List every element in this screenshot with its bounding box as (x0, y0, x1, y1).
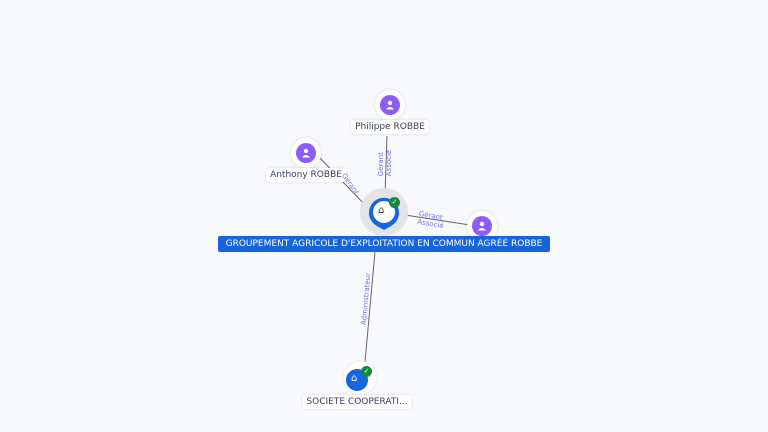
edge-anthony (319, 157, 369, 209)
node-label[interactable]: Philippe ROBBE (351, 120, 429, 134)
center-node-label[interactable]: GROUPEMENT AGRICOLE D'EXPLOITATION EN CO… (218, 236, 550, 252)
node-philippe-robbe[interactable] (375, 90, 405, 120)
person-icon (386, 100, 394, 110)
building-icon: ⌂ (378, 205, 385, 216)
center-pin-inner (373, 201, 395, 223)
person-icon (478, 221, 486, 231)
node-anthony-robbe[interactable] (291, 138, 321, 168)
edge-philippe (384, 135, 388, 196)
verified-check-icon: ✓ (361, 366, 372, 377)
building-icon: ⌂ (351, 373, 358, 384)
person-icon (302, 148, 310, 158)
node-label[interactable]: SOCIETE COOPERATI... (302, 395, 412, 409)
edge-societe (364, 251, 376, 363)
edge-right-person (404, 214, 471, 226)
verified-check-icon: ✓ (389, 197, 400, 208)
node-label[interactable]: Anthony ROBBE (266, 168, 346, 182)
